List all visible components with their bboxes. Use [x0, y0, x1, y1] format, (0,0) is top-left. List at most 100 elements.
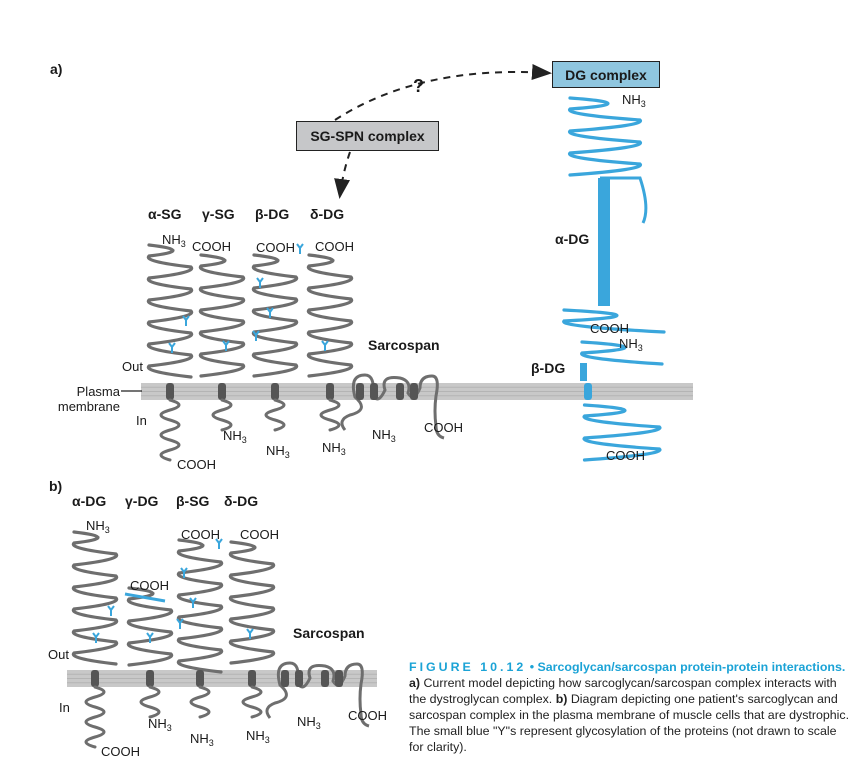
tm-segment-b-3 [248, 670, 256, 687]
a-sarcospan-label: Sarcospan [368, 337, 440, 353]
figure-caption: FIGURE 10.12 • Sarcoglycan/sarcospan pro… [409, 659, 854, 755]
glyco-y-icon [180, 567, 188, 578]
protein-b-1 [126, 586, 174, 667]
glyco-y-icon [256, 277, 264, 288]
b-beta-sg-nh3: NH3 [190, 731, 214, 748]
dg-cooh-bottom: COOH [606, 448, 645, 463]
b-alpha-dg-nh3: NH3 [86, 518, 110, 535]
glyco-y-icon [296, 243, 304, 254]
caption-bullet: • [529, 660, 535, 674]
protein-b-3 [228, 540, 276, 665]
glyco-y-icon [252, 330, 260, 341]
protein-a-1 [198, 253, 246, 378]
glyco-y-icon [92, 632, 100, 643]
a-sarcospan-nh3: NH3 [372, 427, 396, 444]
tm-segment-a-1 [218, 383, 226, 400]
a-beta-dg-nh3: NH3 [266, 443, 290, 460]
sarcospan-a-tm-0 [356, 383, 364, 400]
b-delta-dg-cooh: COOH [240, 527, 279, 542]
tail-a-0 [159, 398, 181, 462]
tm-segment-b-0 [91, 670, 99, 687]
b-in-label: In [59, 700, 70, 715]
alpha-dg-label: α-DG [555, 231, 590, 247]
dg-complex-box: DG complex [552, 61, 660, 88]
plasma-membrane-label: Plasma membrane [57, 384, 120, 414]
b-sarcospan-label: Sarcospan [293, 625, 365, 641]
panel-b-label: b) [49, 478, 63, 494]
alpha-dg-top-coils [568, 96, 642, 177]
sarcospan-a-tm-3 [410, 383, 418, 400]
dg-nh3-top: NH3 [622, 92, 646, 109]
header-a-gamma-sg: γ-SG [202, 206, 235, 222]
header-b-delta-dg: δ-DG [224, 493, 259, 509]
panel-a-label: a) [50, 61, 63, 77]
b-out-label: Out [48, 647, 69, 662]
beta-dg-segment [580, 363, 587, 381]
header-b-gamma-dg: γ-DG [125, 493, 159, 509]
question-mark: ? [413, 76, 424, 96]
caption-title: Sarcoglycan/sarcospan protein-protein in… [537, 660, 846, 674]
sarcospan-a [340, 373, 445, 440]
tail-b-0 [84, 685, 106, 749]
protein-a-3 [306, 253, 354, 378]
tm-segment-a-2 [271, 383, 279, 400]
b-delta-dg-nh3: NH3 [246, 728, 270, 745]
caption-a-text: Current model depicting how sarcoglycan/… [409, 676, 837, 706]
question-arrow [334, 64, 552, 121]
alpha-dg-loop [600, 176, 648, 224]
alpha-dg-rod [598, 178, 610, 306]
glyco-y-icon [107, 605, 115, 616]
glyco-y-icon [146, 632, 154, 643]
glyco-y-icon [176, 618, 184, 629]
glyco-y-icon [321, 340, 329, 351]
dg-cooh-mid: COOH [590, 321, 629, 336]
glyco-y-icon [222, 340, 230, 351]
dg-nh3-mid: NH3 [619, 336, 643, 353]
header-a-beta-dg: β-DG [255, 206, 290, 222]
b-alpha-dg-cooh: COOH [101, 744, 140, 759]
beta-dg-top-coils [580, 340, 664, 366]
sarcospan-b-tm-3 [335, 670, 343, 687]
header-a-delta-dg: δ-DG [310, 206, 345, 222]
a-delta-dg-cooh: COOH [315, 239, 354, 254]
glyco-y-icon [266, 307, 274, 318]
sarcospan-a-tm-2 [396, 383, 404, 400]
tail-b-3 [241, 685, 263, 719]
glyco-y-icon [168, 342, 176, 353]
glyco-y-icon [215, 538, 223, 549]
tail-b-2 [189, 685, 211, 719]
sg-spn-complex-box: SG-SPN complex [296, 121, 439, 151]
glyco-y-icon [182, 315, 190, 326]
tm-segment-a-3 [326, 383, 334, 400]
gamma-dg-blue-segment [124, 592, 166, 603]
b-gamma-dg-nh3: NH3 [148, 716, 172, 733]
alpha-dg-bottom-coils [562, 308, 666, 334]
tail-a-1 [211, 398, 233, 432]
protein-b-0 [71, 530, 119, 666]
sg-to-deltadg-arrow [334, 151, 351, 199]
tm-segment-b-1 [146, 670, 154, 687]
a-sarcospan-cooh: COOH [424, 420, 463, 435]
tail-a-2 [264, 398, 286, 432]
beta-dg-label: β-DG [531, 360, 566, 376]
caption-a-label: a) [409, 676, 421, 690]
protein-a-0 [146, 243, 194, 379]
glyco-y-icon [189, 597, 197, 608]
protein-a-2 [251, 253, 299, 378]
b-sarcospan-cooh: COOH [348, 708, 387, 723]
header-b-beta-sg: β-SG [176, 493, 210, 509]
header-a-alpha-sg: α-SG [148, 206, 182, 222]
sarcospan-b-tm-0 [281, 670, 289, 687]
glyco-y-icon [246, 628, 254, 639]
tm-segment-a-0 [166, 383, 174, 400]
a-out-label: Out [122, 359, 143, 374]
a-alpha-sg-cooh: COOH [177, 457, 216, 472]
a-in-label: In [136, 413, 147, 428]
beta-dg-tm [584, 383, 592, 400]
a-gamma-sg-nh3: NH3 [223, 428, 247, 445]
tail-a-3 [319, 398, 341, 432]
a-alpha-sg-nh3: NH3 [162, 232, 186, 249]
a-delta-dg-nh3: NH3 [322, 440, 346, 457]
beta-dg-bottom-coils [582, 403, 662, 462]
